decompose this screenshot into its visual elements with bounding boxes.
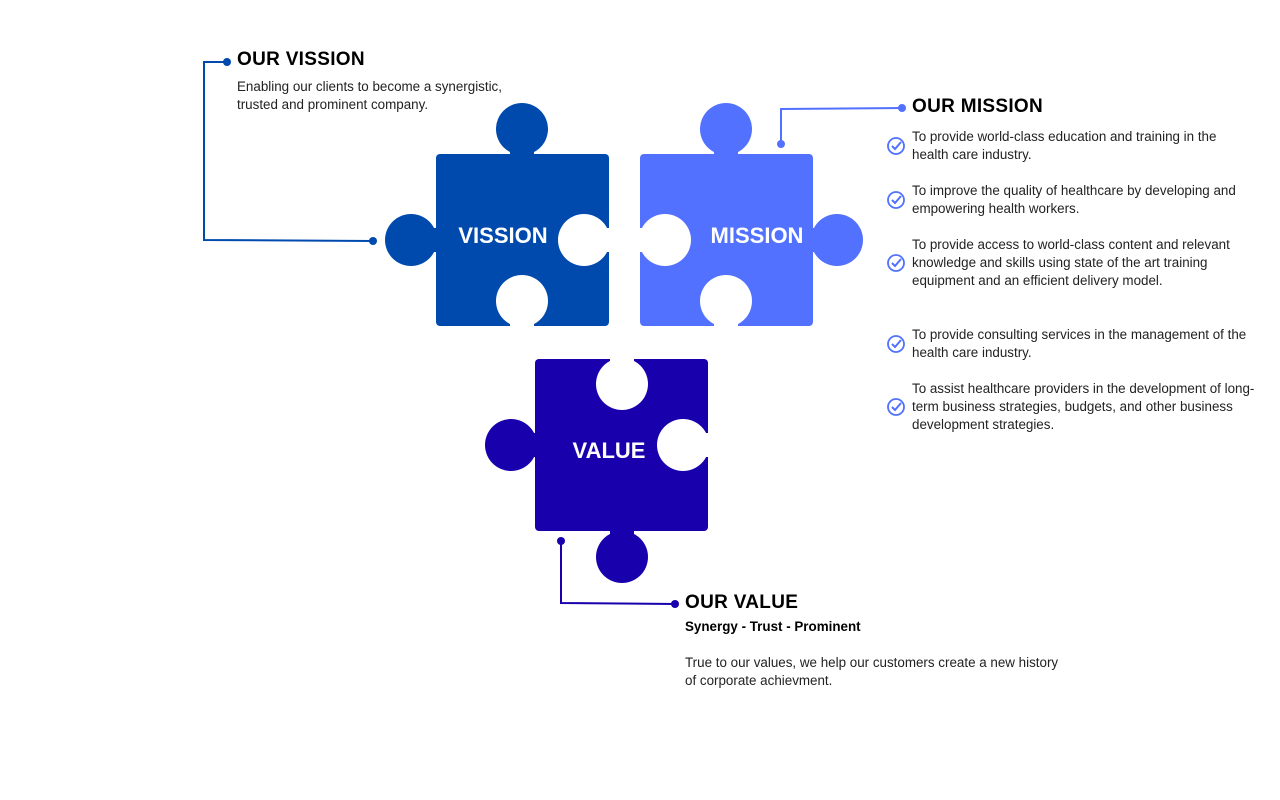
vision-connector: [203, 61, 374, 242]
mission-item-text: To provide world-class education and tra…: [912, 129, 1217, 162]
mission-item: To assist healthcare providers in the de…: [886, 380, 1256, 434]
mission-item-text: To improve the quality of healthcare by …: [912, 183, 1236, 216]
mission-item-text: To assist healthcare providers in the de…: [912, 381, 1255, 432]
mission-puzzle-piece: MISSION: [638, 103, 863, 328]
check-circle-icon: [887, 137, 905, 155]
mission-item: To improve the quality of healthcare by …: [886, 182, 1256, 218]
value-title: OUR VALUE: [685, 592, 799, 613]
value-piece-label: VALUE: [573, 438, 646, 463]
mission-item: To provide access to world-class content…: [886, 236, 1256, 290]
mission-item-text: To provide access to world-class content…: [912, 237, 1230, 288]
vision-text-line2: trusted and prominent company.: [237, 97, 429, 112]
mission-piece-label: MISSION: [711, 223, 804, 248]
vision-title: OUR VISSION: [237, 49, 365, 70]
vision-piece-label: VISSION: [458, 223, 547, 248]
value-text-line1: True to our values, we help our customer…: [685, 655, 1059, 670]
vision-text-line1: Enabling our clients to become a synergi…: [237, 79, 502, 94]
value-subtitle: Synergy - Trust - Prominent: [685, 619, 861, 634]
mission-title: OUR MISSION: [912, 96, 1044, 117]
check-circle-icon: [887, 335, 905, 353]
check-circle-icon: [887, 254, 905, 272]
mission-item: To provide consulting services in the ma…: [886, 326, 1256, 362]
check-circle-icon: [887, 398, 905, 416]
mission-connector: [780, 107, 903, 144]
mission-item-text: To provide consulting services in the ma…: [912, 327, 1247, 360]
value-connector: [560, 541, 676, 605]
value-text-line2: of corporate achievment.: [685, 673, 833, 688]
check-circle-icon: [887, 191, 905, 209]
mission-item: To provide world-class education and tra…: [886, 128, 1256, 164]
value-puzzle-piece: VALUE: [485, 357, 710, 583]
vision-puzzle-piece: VISSION: [385, 103, 611, 328]
